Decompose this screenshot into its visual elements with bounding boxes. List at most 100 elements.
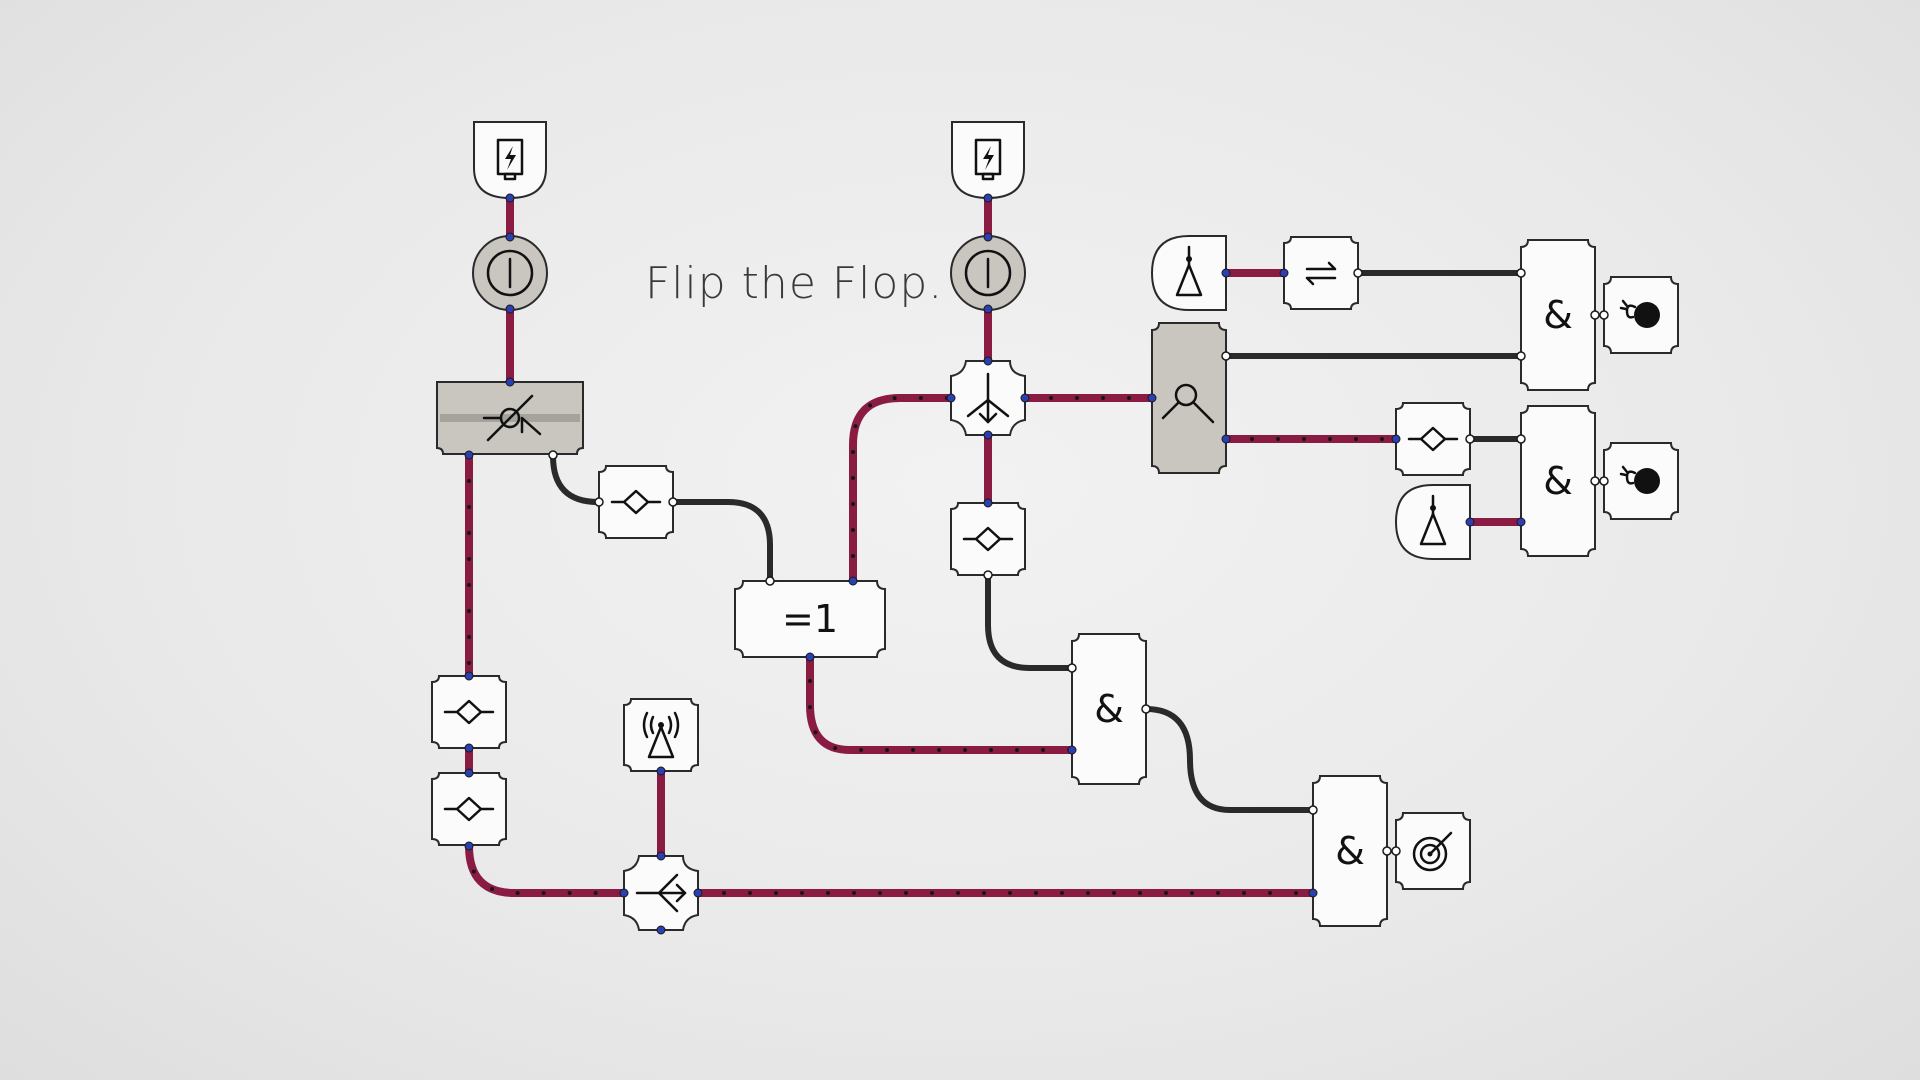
selector-block[interactable] — [1151, 322, 1227, 474]
port[interactable] — [1516, 351, 1526, 361]
port[interactable] — [1382, 846, 1392, 856]
port[interactable] — [1221, 268, 1231, 278]
port[interactable] — [1020, 393, 1030, 403]
and-gate-lower-right[interactable]: & — [1520, 405, 1596, 557]
power-switch-icon — [964, 249, 1012, 297]
port[interactable] — [464, 671, 474, 681]
port[interactable] — [1465, 434, 1475, 444]
port[interactable] — [1590, 476, 1600, 486]
wire-live-dots — [808, 653, 1074, 752]
port[interactable] — [548, 450, 558, 460]
port[interactable] — [1391, 434, 1401, 444]
port[interactable] — [1308, 888, 1318, 898]
battery-source-2[interactable] — [951, 121, 1025, 200]
port[interactable] — [505, 377, 515, 387]
port[interactable] — [668, 497, 678, 507]
port[interactable] — [1599, 310, 1609, 320]
port[interactable] — [1590, 310, 1600, 320]
port[interactable] — [1516, 434, 1526, 444]
port[interactable] — [946, 393, 956, 403]
battery-icon — [974, 138, 1002, 181]
port[interactable] — [983, 570, 993, 580]
wire-live — [465, 842, 629, 897]
swap-arrows-icon — [1305, 261, 1337, 286]
diamond-delay-icon — [1407, 426, 1459, 452]
inverter-node[interactable] — [1283, 236, 1359, 310]
flip-flop-block[interactable] — [436, 381, 584, 455]
port[interactable] — [656, 766, 666, 776]
port[interactable] — [805, 652, 815, 662]
port[interactable] — [1353, 268, 1363, 278]
antenna-node-2[interactable] — [1150, 235, 1227, 311]
delay-node-2[interactable] — [950, 502, 1026, 576]
port[interactable] — [1279, 268, 1289, 278]
port[interactable] — [765, 576, 775, 586]
battery-source-1[interactable] — [473, 121, 547, 200]
port[interactable] — [505, 232, 515, 242]
and-gate-top-right[interactable]: & — [1520, 239, 1596, 391]
diamond-delay-icon — [610, 489, 662, 515]
and-gate-bottom[interactable]: & — [1312, 775, 1388, 927]
port[interactable] — [983, 304, 993, 314]
port[interactable] — [848, 576, 858, 586]
port[interactable] — [1221, 351, 1231, 361]
port[interactable] — [505, 193, 515, 203]
port[interactable] — [464, 841, 474, 851]
delay-node-4[interactable] — [431, 772, 507, 846]
port[interactable] — [983, 356, 993, 366]
wires — [465, 186, 1525, 897]
antenna-node-3[interactable] — [1394, 484, 1471, 560]
port[interactable] — [594, 497, 604, 507]
port[interactable] — [1141, 704, 1151, 714]
and-gate-middle[interactable]: & — [1071, 633, 1147, 785]
target-node[interactable] — [1395, 812, 1471, 890]
port[interactable] — [983, 232, 993, 242]
and-gate-label: & — [1543, 459, 1573, 503]
port[interactable] — [983, 193, 993, 203]
magnifier-icon — [1161, 383, 1215, 424]
delay-node-5[interactable] — [1395, 402, 1471, 476]
delay-node-3[interactable] — [431, 675, 507, 749]
port[interactable] — [656, 851, 666, 861]
port[interactable] — [464, 450, 474, 460]
level-title: Flip the Flop. — [645, 258, 943, 309]
diamond-delay-icon — [443, 796, 495, 822]
target-icon — [1412, 831, 1453, 872]
power-switch-icon — [486, 249, 534, 297]
power-switch-1[interactable] — [472, 235, 548, 311]
and-gate-label: & — [1543, 293, 1573, 337]
splitter-bottom[interactable] — [623, 855, 699, 931]
bomb-node-1[interactable] — [1603, 276, 1679, 354]
port[interactable] — [505, 304, 515, 314]
port[interactable] — [1599, 476, 1609, 486]
delay-node-1[interactable] — [598, 465, 674, 539]
port[interactable] — [1221, 434, 1231, 444]
battery-icon — [496, 138, 524, 181]
wire-live — [849, 394, 955, 586]
bomb-icon — [1619, 299, 1660, 328]
port[interactable] — [1516, 517, 1526, 527]
port[interactable] — [464, 768, 474, 778]
port[interactable] — [619, 888, 629, 898]
antenna-icon — [642, 711, 680, 759]
port[interactable] — [983, 498, 993, 508]
port[interactable] — [1516, 268, 1526, 278]
port[interactable] — [1067, 745, 1077, 755]
port[interactable] — [693, 888, 703, 898]
port[interactable] — [983, 430, 993, 440]
port[interactable] — [1465, 517, 1475, 527]
splitter-top[interactable] — [950, 360, 1026, 436]
xor-gate[interactable]: =1 — [734, 580, 886, 658]
port[interactable] — [1147, 393, 1157, 403]
power-switch-2[interactable] — [950, 235, 1026, 311]
and-gate-label: & — [1094, 687, 1124, 731]
antenna-node-1[interactable] — [623, 698, 699, 772]
bomb-node-2[interactable] — [1603, 442, 1679, 520]
diamond-delay-icon — [443, 699, 495, 725]
port[interactable] — [656, 925, 666, 935]
port[interactable] — [1067, 663, 1077, 673]
port[interactable] — [1391, 846, 1401, 856]
port[interactable] — [464, 743, 474, 753]
port[interactable] — [1308, 805, 1318, 815]
